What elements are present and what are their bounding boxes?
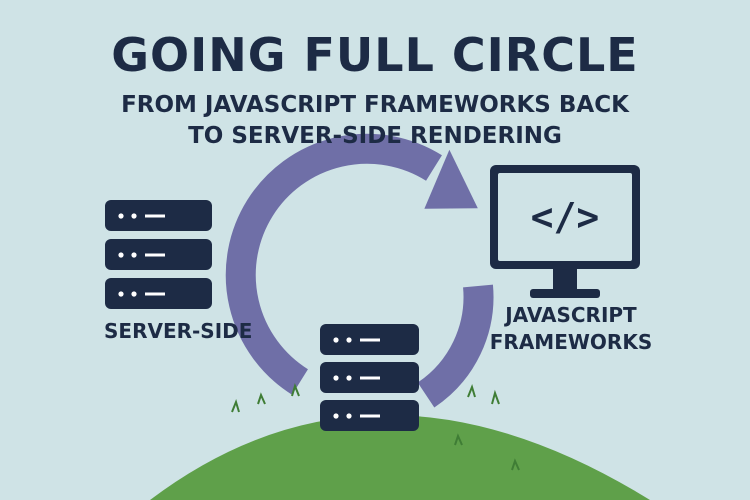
server-side-label: SERVER-SIDE: [104, 319, 253, 343]
monitor-icon: </>: [490, 165, 640, 298]
subtitle-line-1: FROM JAVASCRIPT FRAMEWORKS BACK: [121, 92, 629, 118]
server-stack-icon: [105, 200, 212, 309]
page-subtitle: FROM JAVASCRIPT FRAMEWORKS BACK TO SERVE…: [0, 90, 750, 152]
js-label-line-1: JAVASCRIPT: [505, 303, 637, 327]
javascript-frameworks-label: JAVASCRIPT FRAMEWORKS: [486, 302, 656, 356]
grass-hill: [150, 382, 650, 500]
page-title: GOING FULL CIRCLE: [111, 28, 639, 82]
code-symbol: </>: [531, 195, 600, 239]
js-label-line-2: FRAMEWORKS: [489, 330, 653, 354]
server-stack-icon: [320, 324, 419, 431]
subtitle-line-2: TO SERVER-SIDE RENDERING: [188, 123, 562, 149]
circular-arrow-icon: [225, 133, 494, 408]
